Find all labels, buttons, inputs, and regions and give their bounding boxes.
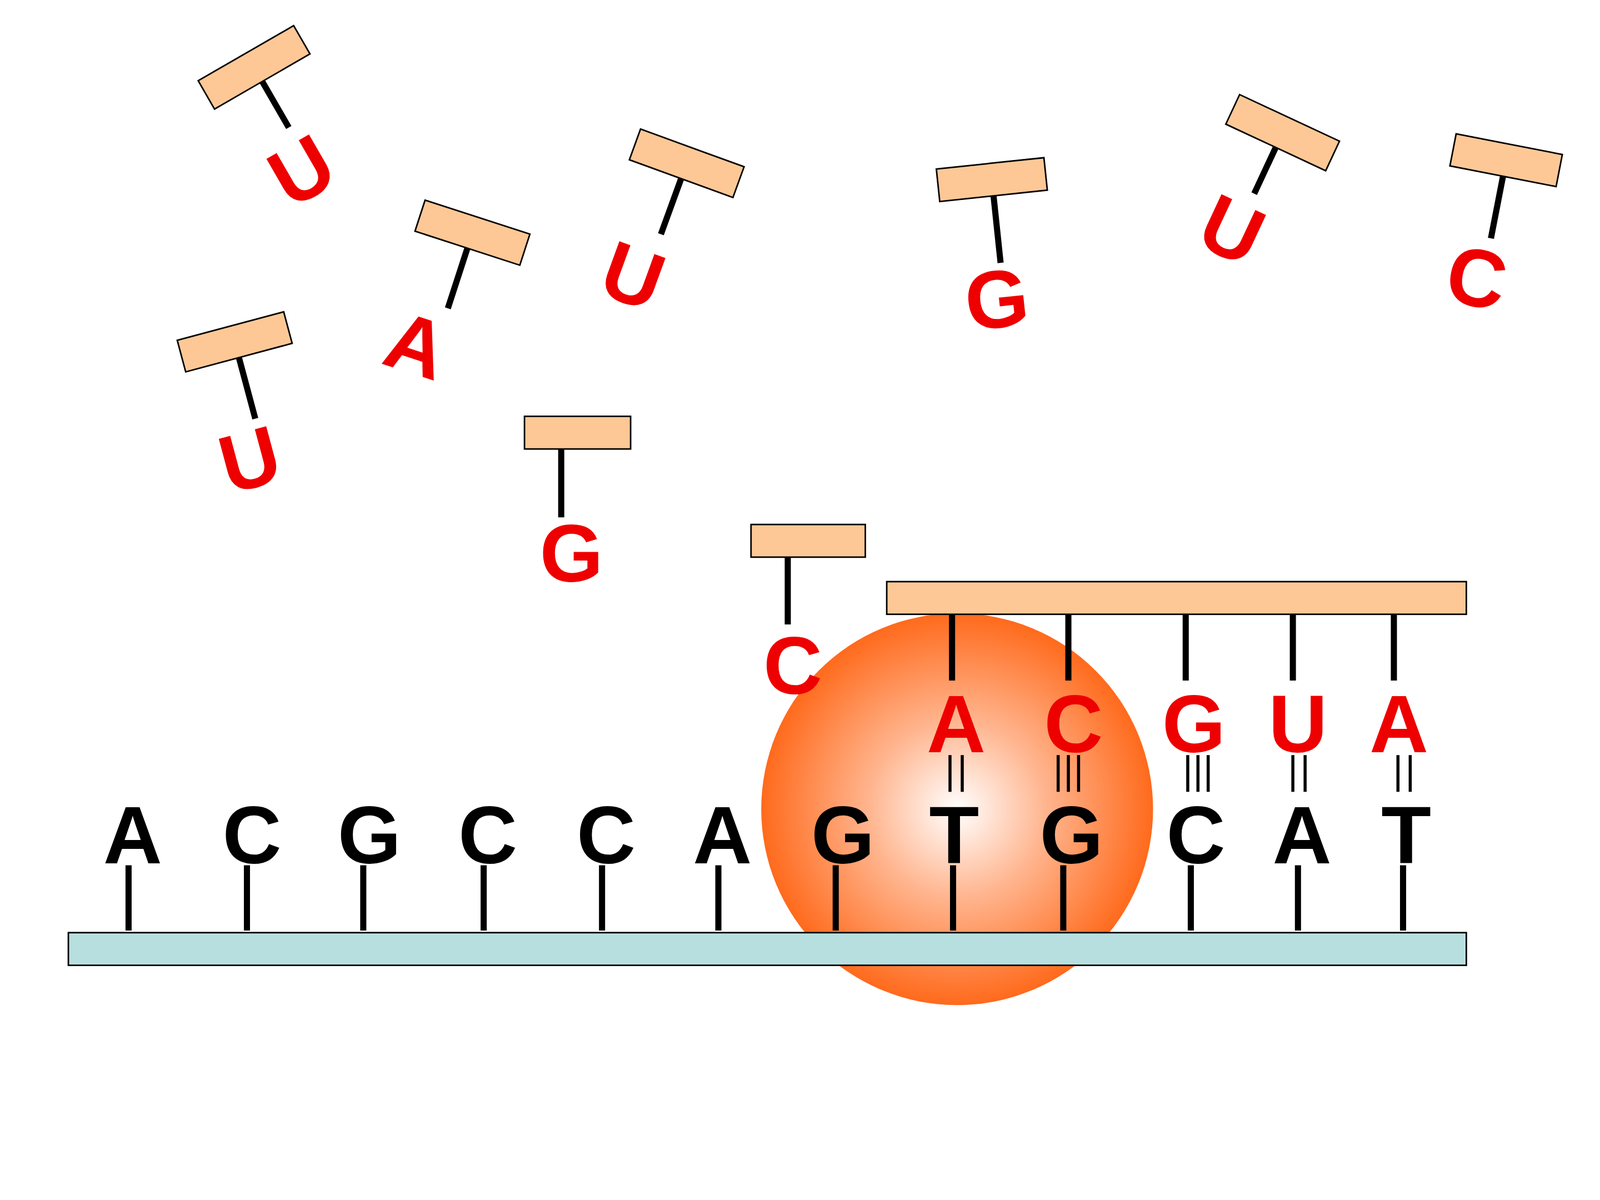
stick: [238, 357, 255, 419]
stick: [661, 178, 682, 234]
dna-base-letter: A: [1272, 795, 1332, 877]
stick: [1182, 614, 1189, 681]
sugar-block: [1225, 94, 1340, 171]
stick: [447, 248, 468, 309]
nucleotide: [177, 311, 309, 433]
sugar-block: [751, 524, 866, 558]
stick: [1491, 176, 1504, 239]
nucleotide: [198, 25, 337, 155]
rna-strand: [886, 581, 1467, 615]
stick: [558, 448, 565, 518]
dna-base-letter: C: [458, 795, 518, 877]
dna-base-letter: T: [1381, 795, 1432, 877]
rna-sticks: [952, 614, 1394, 681]
sugar-block: [629, 128, 745, 198]
stick: [1065, 614, 1072, 681]
stick: [1290, 614, 1297, 681]
rna-base-letter: A: [1369, 683, 1429, 766]
stick: [948, 614, 955, 681]
sugar-block: [1450, 133, 1563, 187]
stick: [1390, 614, 1397, 681]
dna-strand: [68, 932, 1467, 966]
stick: [993, 195, 1001, 263]
sugar-block: [177, 311, 293, 372]
sugar-block: [415, 200, 530, 265]
dna-base-letter: G: [337, 795, 402, 877]
rna-base-letter: C: [1440, 232, 1514, 324]
sugar-block: [524, 416, 631, 449]
rna-base-letter: G: [961, 256, 1033, 344]
stick: [262, 81, 289, 128]
dna-base-letter: C: [1166, 795, 1226, 877]
sugar-block: [198, 25, 310, 109]
stick: [784, 557, 791, 625]
dna-base-letter: C: [222, 795, 282, 877]
dna-base-letter: G: [811, 795, 875, 877]
rna-base-letter: U: [256, 121, 348, 222]
rna-base-letter: U: [1187, 181, 1276, 280]
rna-base-letter: U: [211, 413, 290, 508]
nucleotide: [524, 416, 631, 518]
nucleotide: [751, 524, 866, 625]
nucleotide: [1437, 133, 1563, 249]
rna-base-letter: G: [1162, 683, 1226, 766]
rna-base-letter: U: [1268, 683, 1328, 766]
sugar-block: [936, 157, 1048, 202]
rna-base-letter: C: [1043, 683, 1103, 766]
rna-base-letter: G: [539, 513, 603, 595]
dna-base-letter: G: [1039, 795, 1103, 877]
rna-base-letter: A: [926, 683, 986, 766]
free-nucleotides: [177, 25, 1563, 625]
dna-base-letter: T: [928, 795, 979, 877]
rna-base-letter: A: [375, 297, 457, 394]
dna-base-letter: C: [576, 795, 636, 877]
nucleotide: [936, 157, 1054, 269]
rna-base-letter: U: [591, 228, 675, 325]
dna-base-letter: A: [692, 795, 752, 877]
dna-base-letter: A: [103, 795, 163, 877]
rna-base-letter: C: [763, 625, 823, 708]
stick: [1254, 147, 1277, 194]
